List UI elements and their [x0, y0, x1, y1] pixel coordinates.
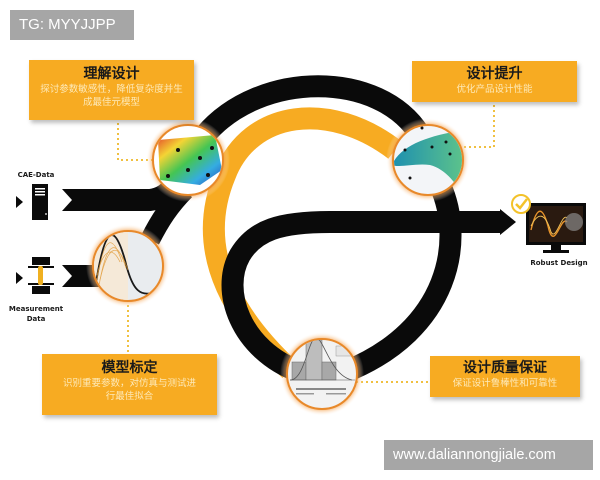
lens-quality-assurance	[280, 332, 364, 416]
step-title: 模型标定	[101, 360, 158, 376]
step-desc-line1: 探讨参数敏感性，降低复杂度并生	[40, 84, 183, 95]
watermark-bottom: www.daliannongjiale.com	[384, 440, 593, 470]
measurement-label-line1: Measurement	[8, 305, 64, 313]
measurement-label-line2: Data	[26, 315, 46, 323]
measurement-data-label: Measurement Data	[6, 304, 66, 324]
lens-understand-design	[146, 118, 230, 202]
step-quality-assurance: 设计质量保证 保证设计鲁棒性和可靠性	[430, 356, 580, 397]
lens-design-improve	[386, 118, 470, 202]
robust-design-label: Robust Design	[530, 259, 588, 267]
step-desc-line1: 保证设计鲁棒性和可靠性	[452, 378, 558, 389]
watermark-top: TG: MYYJJPP	[10, 10, 134, 40]
test-clamp-icon	[16, 257, 54, 294]
step-title: 理解设计	[83, 66, 140, 82]
step-desc-line2: 行最佳拟合	[105, 391, 154, 402]
step-design-improve: 设计提升 优化产品设计性能	[412, 61, 577, 102]
step-title: 设计提升	[466, 66, 523, 82]
server-tower-icon	[16, 184, 48, 220]
output-path	[221, 211, 500, 383]
step-desc-line2: 成最佳元模型	[82, 97, 140, 108]
loop-path	[340, 180, 462, 383]
step-desc-line1: 识别重要参数，对仿真与测试进	[62, 378, 196, 389]
monitor-checkmark-icon	[511, 194, 586, 253]
dotted-connectors	[117, 100, 495, 383]
step-title: 设计质量保证	[463, 360, 547, 376]
upper-arc-path	[196, 75, 430, 143]
step-desc-line1: 优化产品设计性能	[456, 84, 533, 95]
step-understand-design: 理解设计 探讨参数敏感性，降低复杂度并生 成最佳元模型	[29, 60, 194, 120]
lens-model-calibration	[86, 224, 170, 308]
step-model-calibration: 模型标定 识别重要参数，对仿真与测试进 行最佳拟合	[42, 354, 217, 415]
cae-data-label: CAE-Data	[17, 171, 55, 179]
